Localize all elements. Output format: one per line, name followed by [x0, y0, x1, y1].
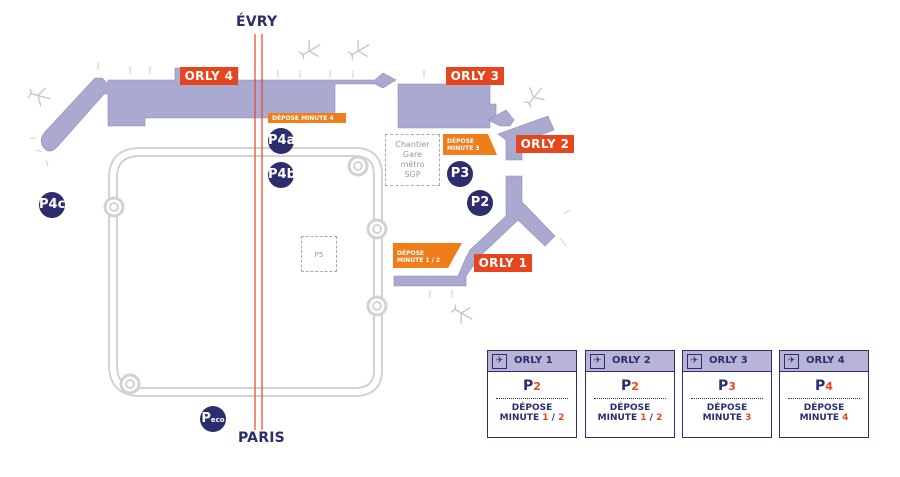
- drop-separator: /: [649, 413, 653, 423]
- legend-card-parking: P4: [780, 378, 868, 394]
- ring-road: [108, 147, 383, 397]
- parking-number: 4: [825, 380, 833, 393]
- chantier-line1: Chantier: [395, 140, 430, 149]
- parking-letter: P: [523, 378, 534, 394]
- legend-card-divider: [788, 398, 860, 399]
- parking-number: 2: [533, 380, 541, 393]
- legend-card-drop: DÉPOSE MINUTE 1 / 2: [488, 403, 576, 423]
- orly-3-building: [397, 83, 497, 129]
- legend-card-drop: DÉPOSE MINUTE 1 / 2: [586, 403, 674, 423]
- parking-peco[interactable]: Peco: [200, 406, 226, 432]
- parking-p2[interactable]: P2: [467, 190, 493, 216]
- parking-peco-sub: eco: [210, 416, 225, 424]
- terminal-orly-4-label[interactable]: ORLY 4: [180, 67, 238, 85]
- orly-3-connector: [487, 109, 515, 127]
- legend-card-orly-3[interactable]: ✈ORLY 3 P3 DÉPOSE MINUTE 3: [682, 350, 772, 438]
- drop-zone-3-line1: DÉPOSE: [447, 138, 474, 145]
- drop-number-2: 2: [558, 413, 565, 423]
- city-paris-label: PARIS: [238, 430, 285, 446]
- parking-p5[interactable]: P5: [301, 236, 337, 272]
- drop-zone-4-shape: [268, 113, 346, 123]
- plane-icon: ✈: [492, 354, 507, 369]
- plane-icon: ✈: [590, 354, 605, 369]
- legend-card-parking: P3: [683, 378, 771, 394]
- drop-zone-3-line2: MINUTE 3: [447, 145, 480, 152]
- drop-prefix: MINUTE: [597, 413, 638, 423]
- parking-p3[interactable]: P3: [447, 161, 473, 187]
- legend-card-drop: DÉPOSE MINUTE 3: [683, 403, 771, 423]
- parking-letter: P: [718, 378, 729, 394]
- legend-card-divider: [594, 398, 666, 399]
- parking-p4c[interactable]: P4c: [39, 192, 65, 218]
- orly-1-building: [393, 175, 556, 287]
- terminal-orly-3-label[interactable]: ORLY 3: [446, 67, 504, 85]
- parking-p4a[interactable]: P4a: [268, 128, 295, 154]
- terminal-orly-2-label[interactable]: ORLY 2: [516, 135, 574, 153]
- drop-number: 1: [640, 413, 647, 423]
- drop-zone-12-shape: [393, 243, 462, 268]
- roundabout-inner: [109, 161, 382, 389]
- chantier-line4: SGP: [404, 170, 421, 179]
- drop-number: 3: [745, 413, 752, 423]
- parking-p4b[interactable]: P4b: [268, 162, 296, 188]
- legend-card-orly-2[interactable]: ✈ORLY 2 P2 DÉPOSE MINUTE 1 / 2: [585, 350, 675, 438]
- chantier-line2: Gare: [402, 150, 423, 159]
- city-evry-label: ÉVRY: [236, 14, 278, 30]
- orly-4-building: [41, 68, 396, 152]
- parking-peco-letter: P: [201, 411, 211, 426]
- legend-card-title: ORLY 2: [612, 355, 651, 366]
- drop-prefix: MINUTE: [702, 413, 743, 423]
- parking-letter: P: [815, 378, 826, 394]
- drop-number: 4: [842, 413, 849, 423]
- plane-icon: [27, 40, 545, 324]
- drop-zone-12-line1: DÉPOSE: [397, 250, 424, 257]
- drop-line1: DÉPOSE: [511, 403, 553, 413]
- drop-line1: DÉPOSE: [706, 403, 748, 413]
- legend-card-divider: [691, 398, 763, 399]
- terminal-orly-1-label[interactable]: ORLY 1: [474, 254, 532, 272]
- legend-card-header: ✈ ORLY 2: [586, 351, 674, 372]
- legend-card-parking: P2: [488, 378, 576, 394]
- drop-zone-3-shape: [443, 134, 497, 155]
- drop-line1: DÉPOSE: [803, 403, 845, 413]
- drop-prefix: MINUTE: [499, 413, 540, 423]
- drop-separator: /: [551, 413, 555, 423]
- drop-zone-12-label: DÉPOSE MINUTE 1 / 2: [397, 250, 440, 264]
- drop-zone-12-line2: MINUTE 1 / 2: [397, 257, 441, 264]
- drop-zone-4-label: DÉPOSE MINUTE 4: [272, 115, 334, 122]
- plane-icon: ✈: [784, 354, 799, 369]
- legend-card-title: ORLY 4: [806, 355, 845, 366]
- parking-number: 2: [631, 380, 639, 393]
- legend-card-orly-1[interactable]: ✈ORLY 1 P2 DÉPOSE MINUTE 1 / 2: [487, 350, 577, 438]
- construction-zone: Chantier Gare métro SGP: [385, 134, 440, 186]
- chantier-line3: métro: [400, 160, 425, 169]
- legend-card-header: ✈ ORLY 3: [683, 351, 771, 372]
- legend-card-parking: P2: [586, 378, 674, 394]
- drop-number: 1: [542, 413, 549, 423]
- legend-card-title: ORLY 3: [709, 355, 748, 366]
- parking-letter: P: [621, 378, 632, 394]
- parking-number: 3: [728, 380, 736, 393]
- railway: [254, 34, 263, 430]
- legend-card-title: ORLY 1: [514, 355, 553, 366]
- legend-card-drop: DÉPOSE MINUTE 4: [780, 403, 868, 423]
- legend-card-header: ✈ ORLY 4: [780, 351, 868, 372]
- drop-prefix: MINUTE: [799, 413, 840, 423]
- plane-icon: ✈: [687, 354, 702, 369]
- drop-line1: DÉPOSE: [609, 403, 651, 413]
- legend-card-orly-4[interactable]: ✈ORLY 4 P4 DÉPOSE MINUTE 4: [779, 350, 869, 438]
- drop-number-2: 2: [656, 413, 663, 423]
- roundabouts: [103, 155, 388, 395]
- legend-card-header: ✈ ORLY 1: [488, 351, 576, 372]
- drop-zone-3-label: DÉPOSE MINUTE 3: [447, 138, 480, 152]
- legend-card-divider: [496, 398, 568, 399]
